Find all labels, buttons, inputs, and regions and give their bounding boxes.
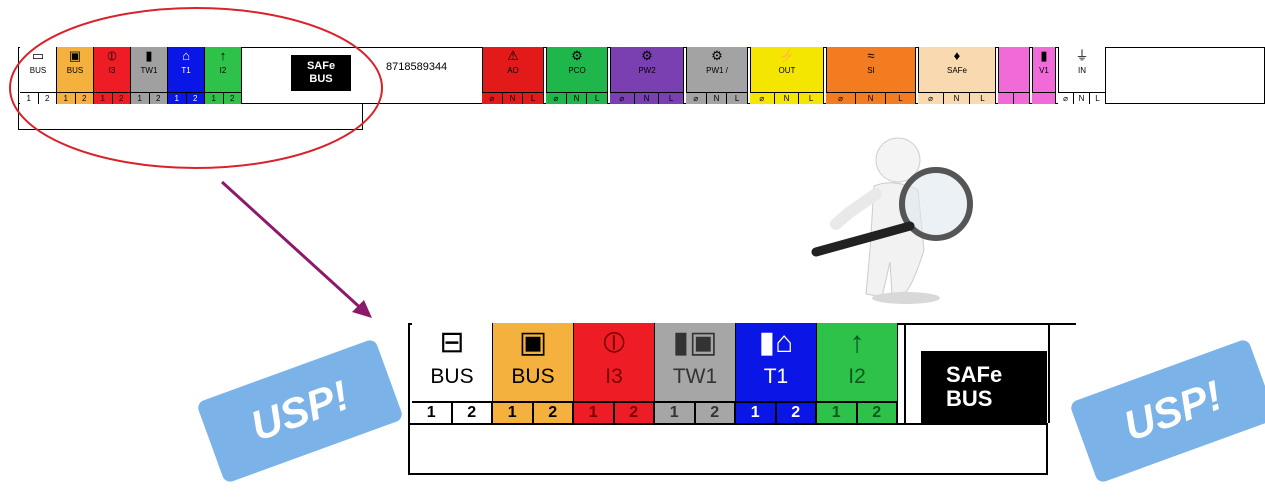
zoom-terminal: 1 [574,401,615,423]
safe-bus-line2: BUS [946,387,1047,411]
zoom-terminal: 1 [736,401,777,423]
zoom-block-divider [904,323,906,423]
zoom-terminal: 1 [493,401,534,423]
safe-bus-label: SAFe BUS [921,351,1047,425]
zoom-left-border [408,323,410,423]
zoom-block-icon: ⊟ [412,327,492,359]
zoom-block-2: ⦶ I3 [574,323,655,401]
zoom-terminal: 2 [615,401,656,423]
safe-bus-line1: SAFe [946,363,1047,387]
zoom-block-icon: ⦶ [574,327,654,359]
zoom-terminal: 1 [817,401,858,423]
highlight-ellipse [10,8,382,168]
zoom-block-label: BUS [493,365,573,389]
zoom-terminal: 2 [534,401,575,423]
zoom-block-label: I3 [574,365,654,389]
magnifier-person-figure [796,132,986,312]
zoom-block-icon: ▮⌂ [736,327,816,359]
zoom-block-icon: ↑ [817,327,897,359]
zoom-terminal: 2 [453,401,494,423]
zoom-block-0: ⊟ BUS [412,323,493,401]
pointer-arrow-line [222,182,365,312]
zoom-lower-box [408,423,1048,475]
zoom-terminal: 1 [655,401,696,423]
zoom-block-label: T1 [736,365,816,389]
zoom-terminal: 1 [412,401,453,423]
zoom-block-label: I2 [817,365,897,389]
zoom-terminal: 2 [696,401,737,423]
zoom-block-4: ▮⌂ T1 [736,323,817,401]
zoom-terminal: 2 [858,401,899,423]
zoom-block-icon: ▣ [493,327,573,359]
zoom-block-5: ↑ I2 [817,323,898,401]
zoom-block-label: TW1 [655,365,735,389]
zoom-block-1: ▣ BUS [493,323,574,401]
zoom-terminal: 2 [777,401,818,423]
zoom-block-3: ▮▣ TW1 [655,323,736,401]
zoom-right-edge [1048,323,1050,423]
zoom-block-icon: ▮▣ [655,327,735,359]
zoom-block-label: BUS [412,365,492,389]
